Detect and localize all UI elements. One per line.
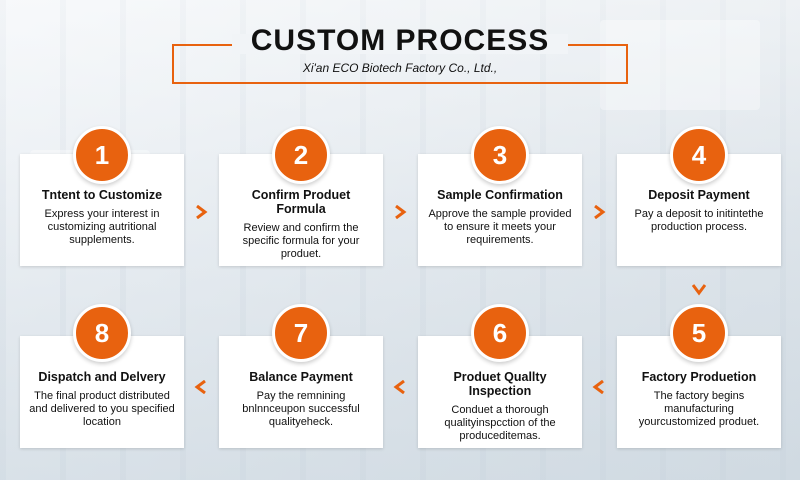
- step-title: Dispatch and Delvery: [38, 370, 166, 384]
- title-mask: [232, 34, 568, 54]
- step-card-4: Deposit Payment Pay a deposit to initint…: [617, 154, 781, 266]
- step-number-badge: 2: [272, 126, 330, 184]
- arrow-right-icon: [594, 205, 606, 219]
- arrow-right-icon: [395, 205, 407, 219]
- step-number-badge: 5: [670, 304, 728, 362]
- step-title: Factory Produetion: [641, 370, 757, 384]
- step-description: Pay a deposit to initintethe production …: [634, 208, 764, 233]
- step-number-badge: 4: [670, 126, 728, 184]
- arrow-right-icon: [196, 205, 208, 219]
- step-number-badge: 7: [272, 304, 330, 362]
- arrow-down-icon: [692, 284, 706, 296]
- step-title: Produet Quallty Inspection: [453, 370, 547, 398]
- step-description: Conduet a thorough qualityinspcction of …: [444, 404, 556, 442]
- step-card-7: Balance Payment Pay the remnining bnlnnc…: [219, 336, 383, 448]
- company-subtitle: Xi'an ECO Biotech Factory Co., Ltd.,: [302, 61, 498, 75]
- arrow-left-icon: [393, 380, 405, 394]
- page-title: CUSTOM PROCESS: [250, 24, 550, 57]
- arrow-left-icon: [592, 380, 604, 394]
- step-title: Confirm Produet Formula: [251, 188, 351, 216]
- arrow-left-icon: [194, 380, 206, 394]
- step-number-badge: 6: [471, 304, 529, 362]
- step-title: Sample Confirmation: [437, 188, 563, 202]
- step-number-badge: 8: [73, 304, 131, 362]
- step-description: Review and confirm the specific formula …: [242, 222, 360, 260]
- step-description: Approve the sample provided to ensure it…: [428, 208, 572, 246]
- step-card-3: Sample Confirmation Approve the sample p…: [418, 154, 582, 266]
- step-title: Deposit Payment: [648, 188, 750, 202]
- step-description: The factory begins manufacturing yourcus…: [638, 390, 760, 428]
- step-number-badge: 3: [471, 126, 529, 184]
- step-number-badge: 1: [73, 126, 131, 184]
- step-description: Express your interest in customizing aut…: [44, 208, 160, 246]
- step-description: Pay the remnining bnlnnceupon successful…: [242, 390, 360, 428]
- step-title: Tntent to Customize: [41, 188, 163, 202]
- step-description: The final product distributed and delive…: [29, 390, 175, 428]
- step-title: Balance Payment: [249, 370, 353, 384]
